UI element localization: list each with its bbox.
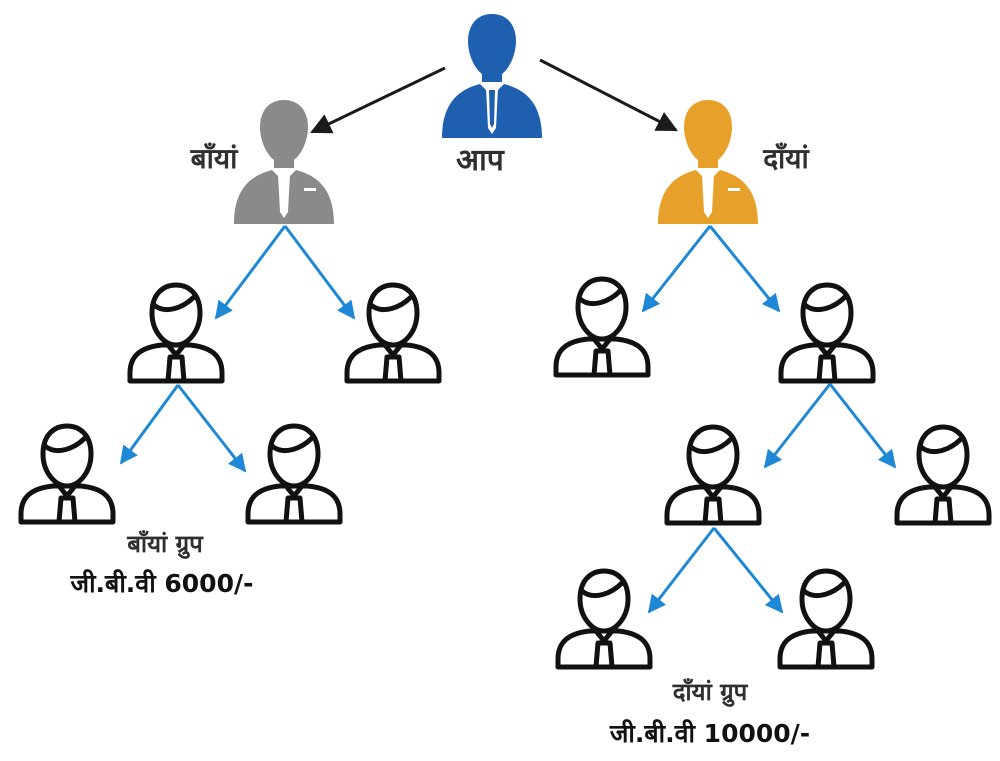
arrow-right-to-r1 (641, 225, 712, 313)
left-label: बाँयां (190, 142, 239, 175)
arrow-l1-to-ll (119, 384, 180, 465)
top-branch-arrows (310, 58, 678, 134)
you-person-icon (442, 14, 542, 138)
outline-person-icons (21, 279, 989, 667)
arrow-r2-to-r2l (763, 383, 832, 469)
arrow-to-left (310, 66, 446, 134)
right-great-grandchild-1-person-icon (558, 571, 650, 667)
blue-branch-arrows (119, 225, 897, 614)
arrow-left-to-l2 (283, 225, 356, 320)
right-child-1-person-icon (556, 279, 648, 375)
right-grandchild-1-person-icon (667, 427, 759, 523)
right-person-icon (658, 100, 758, 224)
right-child-2-person-icon (781, 285, 873, 381)
arrow-l1-to-lr (176, 384, 247, 473)
you-label: आप (456, 143, 505, 178)
right-label: दाँयां (762, 142, 810, 175)
left-grandchild-2-person-icon (248, 426, 340, 522)
right-group-value: जी.बी.वी 10000/- (609, 719, 810, 748)
left-person-icon (234, 100, 334, 224)
arrow-r2l-to-a (647, 527, 716, 614)
right-group-title: दाँयां ग्रुप (672, 678, 749, 707)
right-great-grandchild-2-person-icon (780, 571, 872, 667)
left-child-2-person-icon (347, 285, 439, 381)
arrow-left-to-l1 (214, 225, 287, 320)
left-child-1-person-icon (130, 285, 222, 381)
arrow-r2-to-r2r (828, 383, 897, 469)
arrow-right-to-r2 (708, 225, 781, 313)
left-group-title: बाँयां ग्रुप (126, 530, 204, 559)
left-grandchild-1-person-icon (21, 426, 113, 522)
left-group-value: जी.बी.वी 6000/- (70, 569, 254, 598)
arrow-to-right (539, 58, 678, 132)
right-grandchild-2-person-icon (897, 427, 989, 523)
arrow-r2l-to-b (712, 527, 784, 614)
